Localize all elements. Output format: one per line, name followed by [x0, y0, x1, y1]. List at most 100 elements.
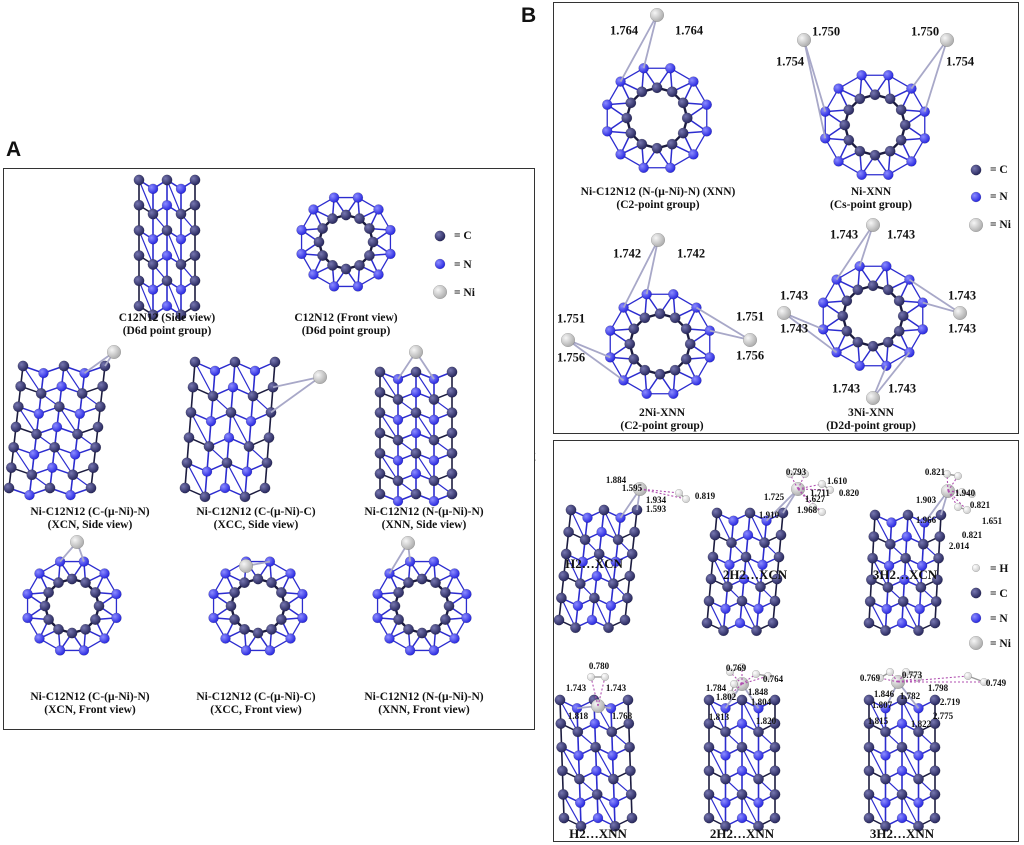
- bond-line: [947, 490, 959, 508]
- carbon-atom: [374, 488, 386, 500]
- carbon-atom: [229, 614, 241, 625]
- carbon-atom: [893, 325, 905, 337]
- nitrogen-atom: [886, 517, 897, 528]
- bond-label: 1.651: [981, 516, 1003, 526]
- carbon-atom: [703, 765, 715, 777]
- nickel-atom: [649, 7, 665, 23]
- carbon-atom: [221, 457, 233, 469]
- carbon-atom: [175, 258, 187, 270]
- legend-a-ni: = Ni: [454, 287, 475, 299]
- nitrogen-atom: [34, 568, 45, 579]
- carbon-atom: [374, 366, 386, 378]
- carbon-atom: [612, 534, 624, 546]
- carbon-atom: [705, 573, 717, 585]
- nitrogen-atom: [245, 415, 257, 427]
- bond-line: [741, 699, 760, 733]
- bond-label: 1.595: [621, 483, 643, 493]
- carbon-atom: [446, 407, 458, 419]
- bond-label: 1.910: [758, 510, 780, 520]
- carbon-atom: [736, 788, 748, 800]
- hydrogen-atom: [885, 667, 895, 677]
- bond-line: [622, 239, 659, 308]
- carbon-atom: [753, 773, 764, 785]
- bond-label: 1.820: [755, 716, 777, 726]
- bond-line: [874, 514, 891, 545]
- carbon-atom: [880, 773, 891, 785]
- nitrogen-atom: [227, 381, 239, 393]
- carbon-atom: [864, 595, 876, 607]
- carbon-atom: [636, 138, 648, 150]
- carbon-atom: [744, 507, 756, 519]
- bond-line: [593, 597, 610, 628]
- bond-line: [565, 553, 581, 584]
- nitrogen-atom: [78, 645, 90, 656]
- bond-line: [749, 512, 766, 543]
- hydrogen-atom: [751, 669, 761, 679]
- carbon-atom: [703, 812, 715, 824]
- nitrogen-atom: [308, 269, 319, 280]
- bond-label: 1.903: [915, 495, 937, 505]
- carbon-atom: [189, 174, 201, 186]
- nitrogen-atom: [914, 603, 925, 615]
- carbon-atom: [884, 538, 896, 550]
- bond-label: 1.822: [910, 719, 932, 729]
- nitrogen-atom: [147, 284, 159, 295]
- carbon-atom: [263, 432, 275, 444]
- hydrogen-atom: [763, 671, 773, 681]
- bond-line: [901, 699, 920, 733]
- bond-label: 0.769: [859, 673, 881, 683]
- nitrogen-atom: [736, 812, 748, 824]
- nitrogen-atom: [392, 495, 404, 507]
- hydrogen-atom: [681, 494, 691, 504]
- nitrogen-atom: [665, 62, 676, 74]
- hydrogen-atom: [875, 673, 885, 683]
- bond-line: [783, 312, 824, 331]
- bond-line: [561, 746, 580, 780]
- carbon-atom: [572, 726, 584, 738]
- bond-label: 1.610: [826, 476, 848, 486]
- bond-label: 0.780: [588, 661, 610, 671]
- carbon-atom: [403, 577, 414, 589]
- carbon-atom: [354, 213, 365, 225]
- caption-xcn-side: Ni-C12N12 (C-(μ-Ni)-N)(XCN, Side view): [30, 506, 150, 531]
- bond-line: [590, 676, 599, 707]
- carbon-atom: [970, 587, 982, 599]
- caption-2h2-xnn: 2H2…XNN: [709, 826, 775, 841]
- nitrogen-atom: [220, 568, 231, 579]
- hydrogen-atom: [901, 667, 911, 677]
- carbon-atom: [17, 360, 29, 372]
- nitrogen-atom: [856, 69, 867, 81]
- nitrogen-atom: [833, 83, 844, 94]
- hydrogen-atom: [942, 469, 952, 479]
- carbon-atom: [189, 356, 201, 368]
- carbon-atom: [225, 406, 237, 418]
- carbon-atom: [317, 250, 329, 261]
- hydrogen-atom: [953, 471, 963, 481]
- carbon-atom: [677, 97, 689, 109]
- carbon-atom: [89, 587, 101, 598]
- carbon-atom: [893, 295, 905, 307]
- nitrogen-atom: [219, 482, 231, 494]
- bond-line: [194, 361, 214, 397]
- carbon-atom: [869, 149, 881, 161]
- carbon-atom: [681, 112, 693, 124]
- carbon-atom: [933, 552, 945, 564]
- bond-line: [619, 14, 658, 83]
- carbon-atom: [261, 457, 273, 469]
- carbon-atom: [863, 812, 875, 824]
- nitrogen-atom: [896, 617, 908, 629]
- nickel-atom: [312, 369, 328, 385]
- nitrogen-atom: [205, 415, 217, 427]
- carbon-atom: [593, 548, 605, 560]
- carbon-atom: [161, 224, 173, 236]
- carbon-atom: [863, 718, 875, 730]
- carbon-atom: [720, 726, 731, 738]
- nitrogen-atom: [701, 99, 713, 110]
- carbon-atom: [895, 104, 907, 116]
- bond-line: [22, 365, 42, 394]
- nitrogen-atom: [296, 248, 307, 260]
- nitrogen-atom: [461, 588, 472, 600]
- nitrogen-atom: [240, 645, 252, 656]
- carbon-atom: [327, 213, 338, 225]
- bond-label: 2.014: [948, 541, 970, 551]
